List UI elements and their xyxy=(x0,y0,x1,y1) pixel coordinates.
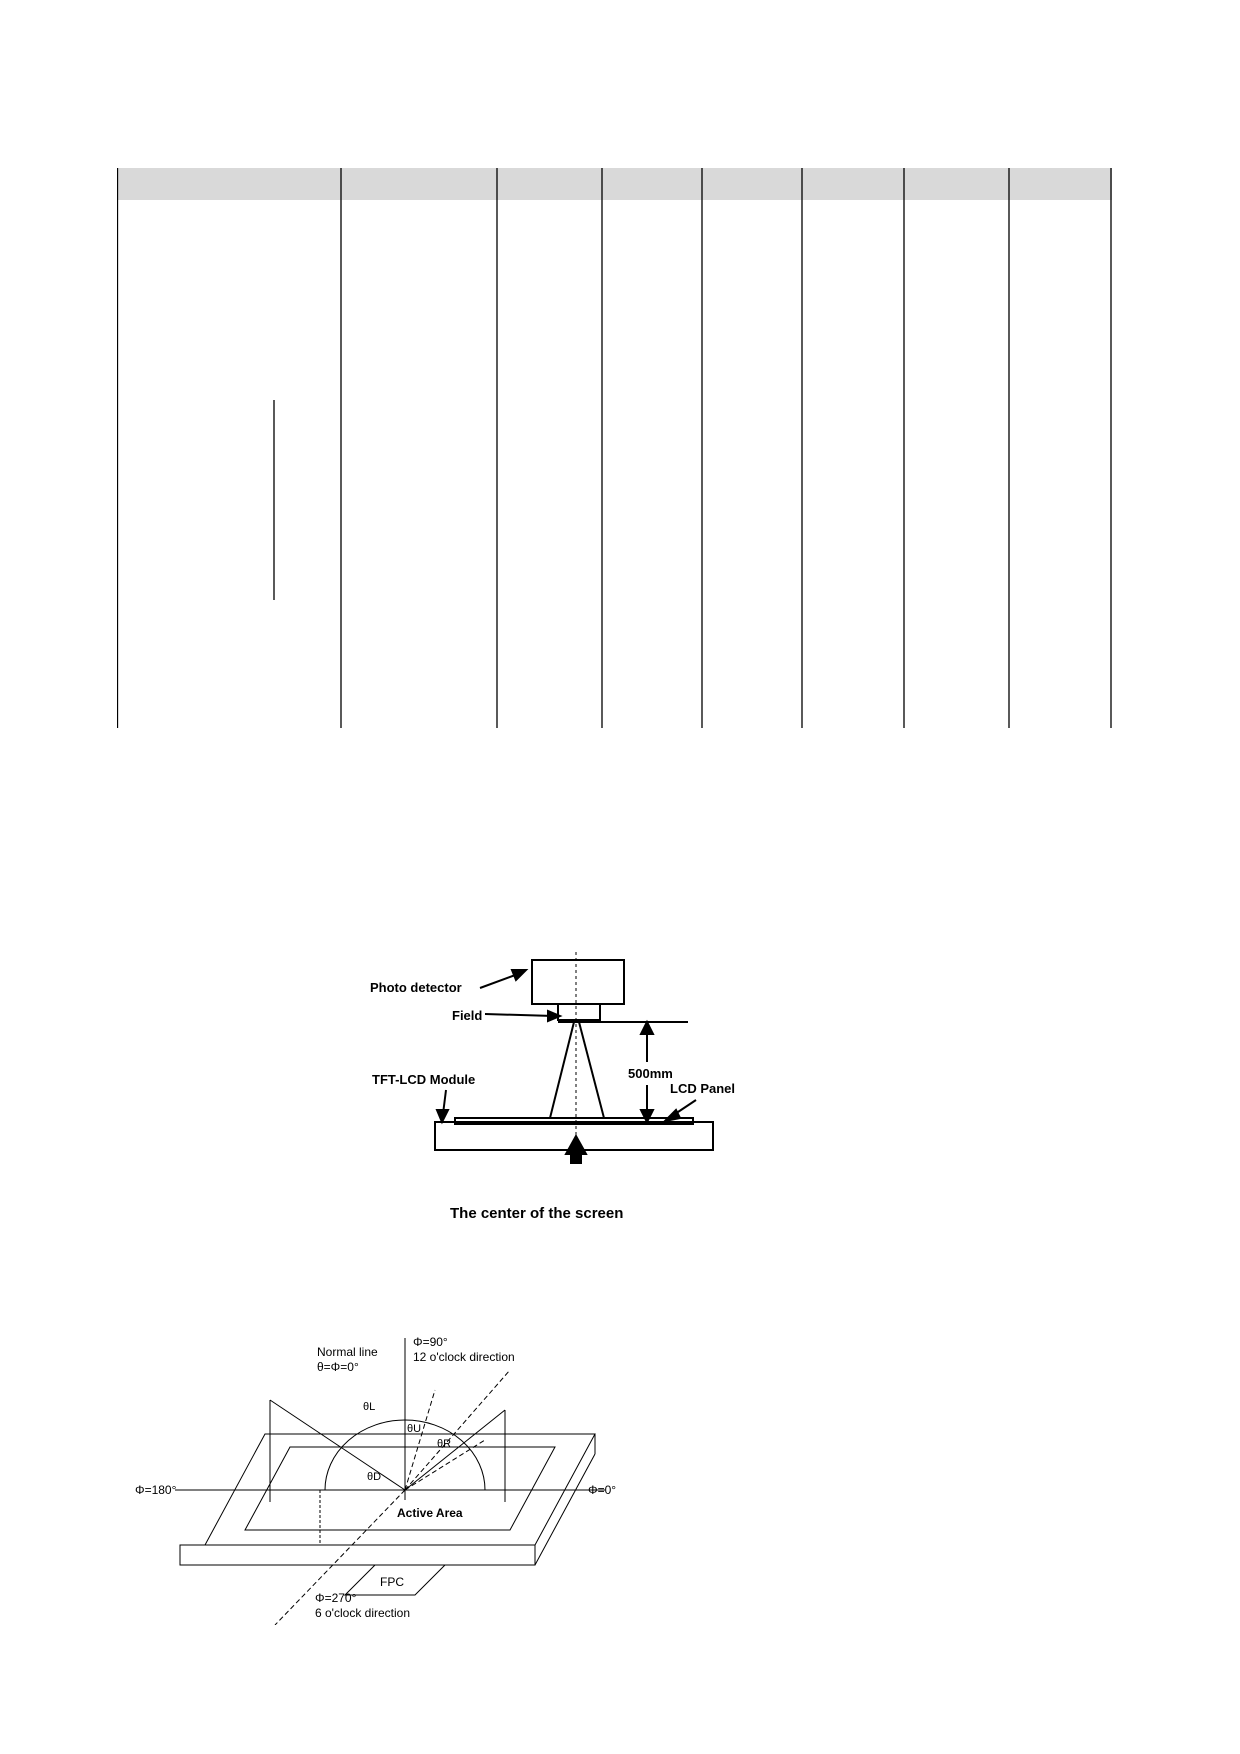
cone-left xyxy=(549,1021,575,1119)
phi-90-label: Φ=90° xyxy=(413,1335,448,1349)
normal-line-label: Normal line xyxy=(317,1345,378,1359)
viewing-angle-figure: Normal line θ=Φ=0° Φ=90° 12 o'clock dire… xyxy=(135,1330,655,1626)
center-label: The center of the screen xyxy=(450,1205,623,1222)
theta-r-label: θR xyxy=(437,1438,451,1450)
distance-label: 500mm xyxy=(628,1066,673,1081)
theta-phi-zero-label: θ=Φ=0° xyxy=(317,1360,359,1374)
panel-label: LCD Panel xyxy=(670,1081,735,1096)
photo-detector-label: Photo detector xyxy=(370,980,462,995)
angle-arc xyxy=(324,1419,486,1491)
field-label: Field xyxy=(452,1008,482,1023)
active-area-outline xyxy=(244,1446,556,1531)
module-slab-top xyxy=(179,1544,536,1566)
module-label: TFT-LCD Module xyxy=(372,1072,475,1087)
phi-0-label: Φ=0° xyxy=(588,1483,616,1497)
detector-lens xyxy=(557,1003,601,1021)
spec-table xyxy=(117,168,1112,728)
measurement-setup-figure: Photo detector Field 500mm TFT-LCD Modul… xyxy=(360,950,740,1230)
theta-l-label: θL xyxy=(363,1401,375,1413)
phi-270-label: Φ=270° xyxy=(315,1591,357,1605)
direction-line-12oclock xyxy=(404,1369,511,1491)
fpc-label: FPC xyxy=(380,1575,404,1589)
lcd-panel xyxy=(454,1117,694,1125)
center-marker xyxy=(564,1133,588,1155)
cone-right xyxy=(578,1021,605,1119)
table-header-row xyxy=(117,168,1112,200)
active-area-label: Active Area xyxy=(397,1506,463,1520)
phi-180-label: Φ=180° xyxy=(135,1483,177,1497)
theta-d-label: θD xyxy=(367,1471,381,1483)
direction-line-6oclock xyxy=(274,1489,406,1626)
table-grid xyxy=(117,168,1112,728)
photo-detector-body xyxy=(531,959,625,1005)
six-oclock-label: 6 o'clock direction xyxy=(315,1606,410,1620)
fpc-tab xyxy=(343,1564,447,1596)
theta-u-label: θU xyxy=(407,1423,421,1435)
twelve-oclock-label: 12 o'clock direction xyxy=(413,1350,515,1364)
